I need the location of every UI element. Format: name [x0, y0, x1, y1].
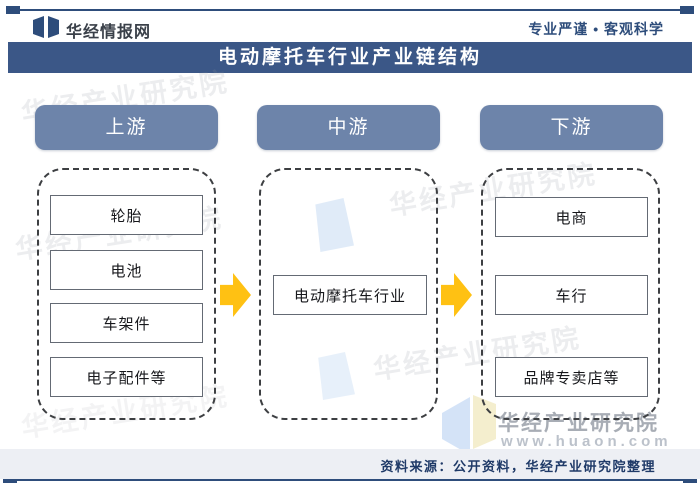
top-divider-right-cap	[680, 6, 694, 14]
brand-tagline: 专业严谨 • 客观科学	[528, 21, 664, 37]
bottom-divider	[5, 479, 695, 481]
midstream-group-box	[259, 168, 438, 420]
top-divider-left-cap	[6, 6, 20, 14]
upstream-group-box	[37, 168, 216, 420]
chain-item-battery: 电池	[50, 250, 203, 290]
bottom-divider-left-cap	[3, 476, 17, 483]
column-header-upstream: 上游	[35, 105, 218, 150]
column-header-midstream: 中游	[257, 105, 440, 150]
brand-name: 华经情报网	[66, 24, 152, 41]
chain-item-brand-stores: 品牌专卖店等	[495, 357, 648, 397]
watermark-brand-name: 华经产业研究院	[498, 412, 659, 435]
page-title: 电动摩托车行业产业链结构	[8, 42, 692, 73]
brand-logo-icon	[33, 16, 59, 38]
source-note: 资料来源：公开资料，华经产业研究院整理	[380, 459, 656, 474]
chain-item-frame-parts: 车架件	[50, 303, 203, 343]
chain-item-tires: 轮胎	[50, 195, 203, 235]
top-divider	[8, 9, 692, 11]
chain-item-dealerships: 车行	[495, 275, 648, 315]
bottom-divider-right-cap	[683, 476, 697, 483]
chain-item-industry: 电动摩托车行业	[273, 275, 427, 315]
downstream-group-box	[481, 168, 660, 420]
flow-arrow-icon	[220, 273, 251, 317]
column-header-downstream: 下游	[480, 105, 663, 150]
flow-arrow-icon	[441, 273, 472, 317]
chain-item-ecommerce: 电商	[495, 197, 648, 237]
watermark-url: www.huaon.com	[501, 433, 672, 450]
chain-item-electronics: 电子配件等	[50, 357, 203, 397]
footer-strip: 资料来源：公开资料，华经产业研究院整理	[0, 449, 700, 479]
